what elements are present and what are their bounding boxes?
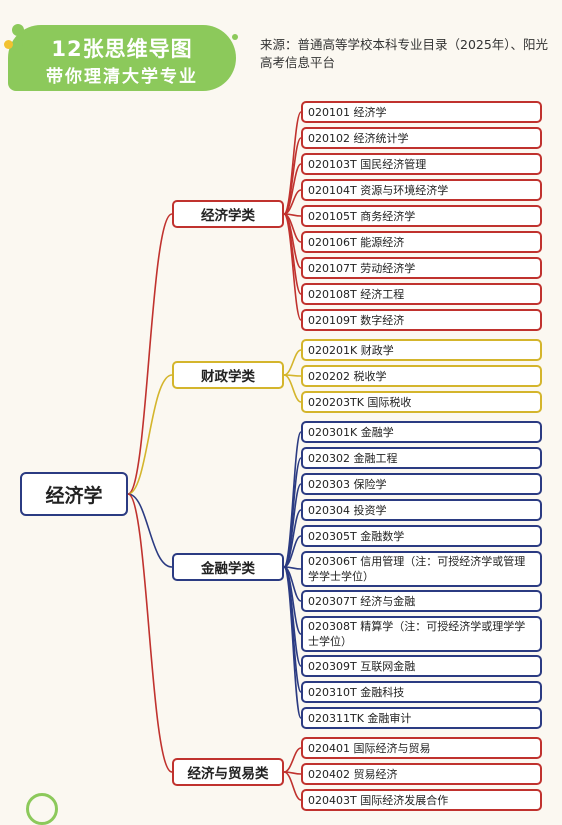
category-node: 金融学类: [172, 553, 284, 581]
connector-root-category: [127, 374, 173, 495]
major-node: 020107T 劳动经济学: [301, 257, 542, 279]
title-line-1: 12张思维导图: [51, 37, 193, 61]
major-node: 020311TK 金融审计: [301, 707, 542, 729]
major-node: 020103T 国民经济管理: [301, 153, 542, 175]
connector-root-category: [127, 213, 173, 495]
major-node: 020403T 国际经济发展合作: [301, 789, 542, 811]
category-node: 财政学类: [172, 361, 284, 389]
major-node: 020302 金融工程: [301, 447, 542, 469]
decor-dot: [22, 40, 30, 48]
connector-root-category: [127, 493, 173, 773]
decor-dot: [12, 24, 24, 36]
connector-category-major: [283, 213, 302, 321]
major-node: 020109T 数字经济: [301, 309, 542, 331]
title-badge: 12张思维导图 带你理清大学专业: [8, 25, 236, 91]
major-node: 020106T 能源经济: [301, 231, 542, 253]
connector-category-major: [283, 747, 302, 773]
major-node: 020307T 经济与金融: [301, 590, 542, 612]
major-node: 020108T 经济工程: [301, 283, 542, 305]
title-line-2: 带你理清大学专业: [46, 67, 198, 87]
major-node: 020203TK 国际税收: [301, 391, 542, 413]
source-note: 来源：普通高等学校本科专业目录（2025年）、阳光高考信息平台: [260, 37, 549, 70]
major-node: 020402 贸易经济: [301, 763, 542, 785]
category-node: 经济学类: [172, 200, 284, 228]
major-node: 020201K 财政学: [301, 339, 542, 361]
connector-category-major: [283, 349, 302, 376]
major-node: 020401 国际经济与贸易: [301, 737, 542, 759]
major-node: 020104T 资源与环境经济学: [301, 179, 542, 201]
major-node: 020102 经济统计学: [301, 127, 542, 149]
major-node: 020304 投资学: [301, 499, 542, 521]
corner-decoration: [26, 793, 58, 825]
connector-root-category: [127, 493, 173, 568]
connector-category-major: [283, 566, 302, 719]
connector-category-major: [283, 771, 302, 801]
major-node: 020308T 精算学（注：可授经济学或理学学士学位）: [301, 616, 542, 652]
category-node: 经济与贸易类: [172, 758, 284, 786]
major-node: 020105T 商务经济学: [301, 205, 542, 227]
decor-dot: [232, 34, 238, 40]
connector-category-major: [283, 535, 302, 568]
connector-category-major: [283, 111, 302, 215]
major-node: 020310T 金融科技: [301, 681, 542, 703]
major-node: 020303 保险学: [301, 473, 542, 495]
major-node: 020301K 金融学: [301, 421, 542, 443]
major-node: 020309T 互联网金融: [301, 655, 542, 677]
major-node: 020306T 信用管理（注：可授经济学或管理学学士学位）: [301, 551, 542, 587]
major-node: 020305T 金融数学: [301, 525, 542, 547]
connector-category-major: [283, 374, 302, 403]
root-node: 经济学: [20, 472, 128, 516]
connector-category-major: [283, 431, 302, 568]
major-node: 020202 税收学: [301, 365, 542, 387]
decor-dot: [4, 40, 13, 49]
major-node: 020101 经济学: [301, 101, 542, 123]
